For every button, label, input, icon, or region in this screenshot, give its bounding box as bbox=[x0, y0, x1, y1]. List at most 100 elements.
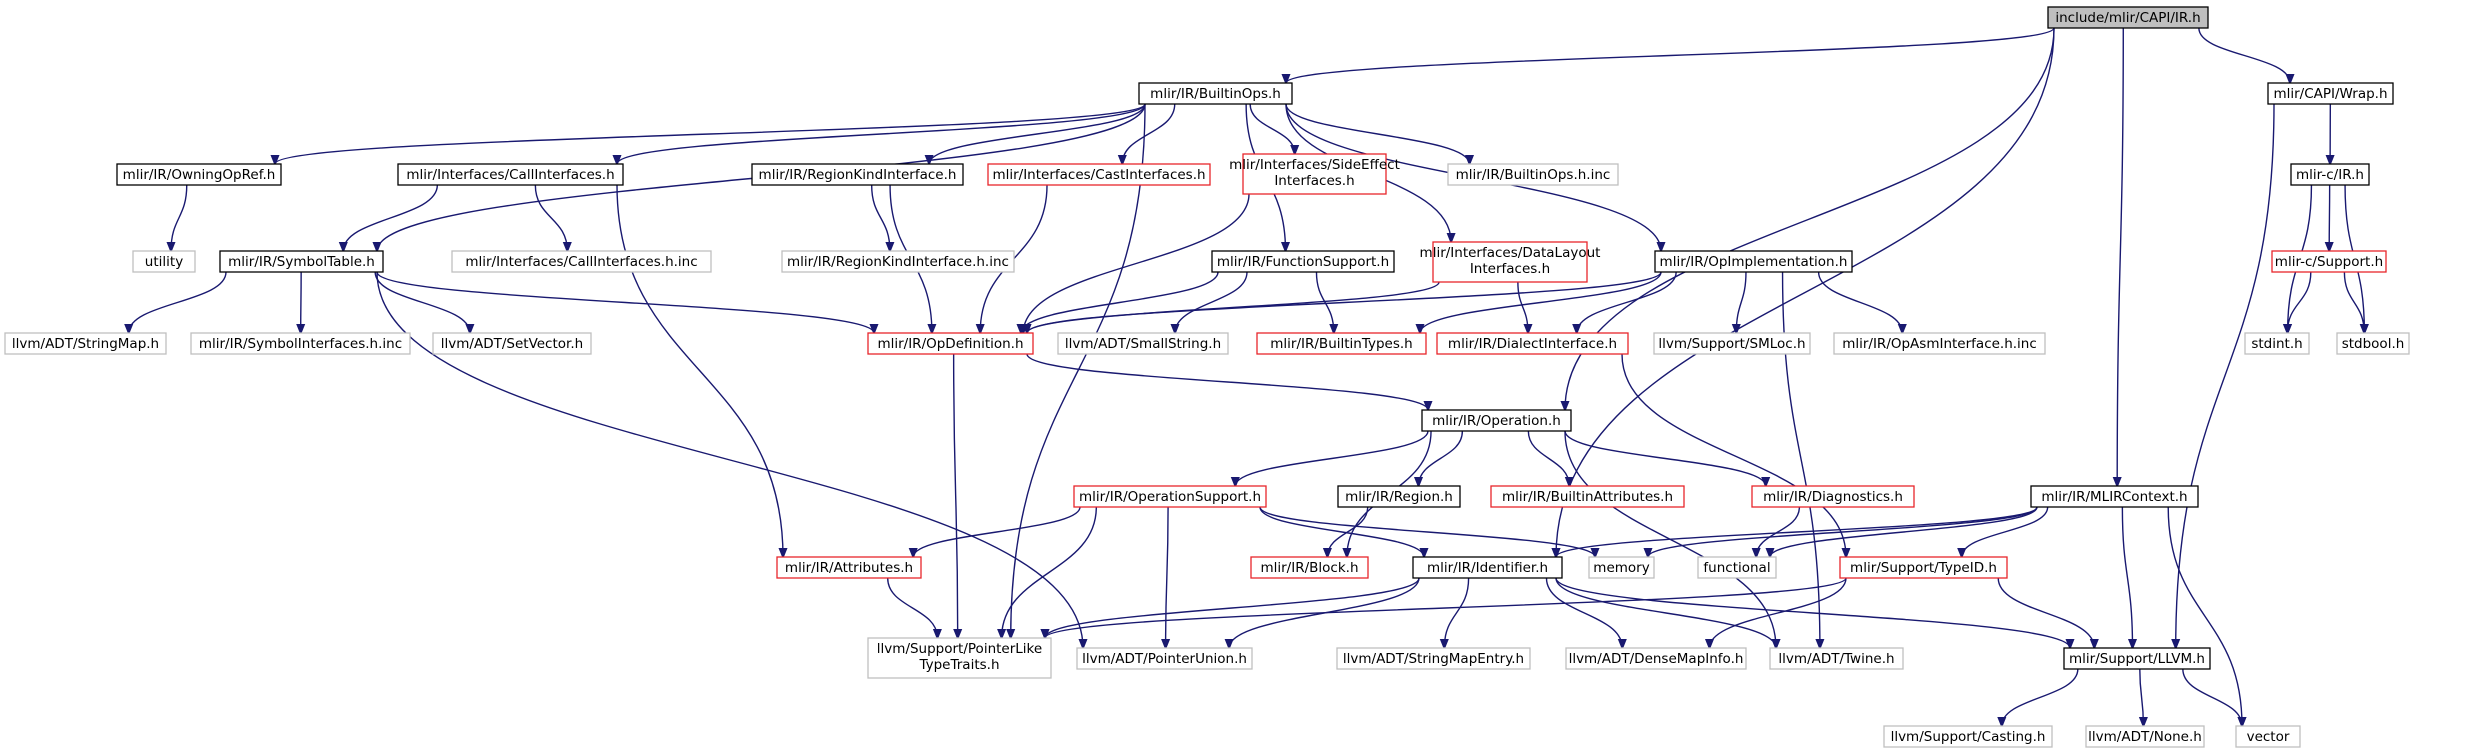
edge-opimpl-to-twine bbox=[1781, 271, 1820, 648]
node-label: llvm/ADT/SetVector.h bbox=[441, 336, 583, 352]
node-box bbox=[1412, 556, 1563, 579]
graph-node-symboltable[interactable]: mlir/IR/SymbolTable.h bbox=[219, 250, 384, 273]
node-layer: include/mlir/CAPI/IR.h mlir/IR/BuiltinOps… bbox=[4, 6, 2410, 748]
graph-node-llvmh[interactable]: mlir/Support/LLVM.h bbox=[2063, 647, 2211, 670]
edge-symboltable-to-opdefinition bbox=[376, 271, 874, 333]
graph-node-castinterfaces[interactable]: mlir/Interfaces/CastInterfaces.h bbox=[987, 163, 1211, 186]
graph-node-mlircir[interactable]: mlir-c/IR.h bbox=[2290, 163, 2370, 186]
graph-node-capiwrap[interactable]: mlir/CAPI/Wrap.h bbox=[2267, 82, 2394, 105]
graph-node-callinterfacesinc[interactable]: mlir/Interfaces/CallInterfaces.h.inc bbox=[451, 250, 712, 273]
graph-node-builtinopsinc[interactable]: mlir/IR/BuiltinOps.h.inc bbox=[1447, 163, 1619, 186]
edge-mlircontext-to-typeid bbox=[1962, 506, 2049, 557]
graph-node-functionsupport[interactable]: mlir/IR/FunctionSupport.h bbox=[1211, 250, 1395, 273]
graph-node-opdefinition[interactable]: mlir/IR/OpDefinition.h bbox=[867, 332, 1034, 355]
graph-node-operation[interactable]: mlir/IR/Operation.h bbox=[1421, 409, 1572, 432]
graph-node-twine[interactable]: llvm/ADT/Twine.h bbox=[1769, 647, 1904, 670]
graph-node-vector[interactable]: vector bbox=[2235, 725, 2301, 748]
graph-node-owningopref[interactable]: mlir/IR/OwningOpRef.h bbox=[116, 163, 282, 186]
graph-node-memory[interactable]: memory bbox=[1588, 556, 1655, 579]
graph-node-stringmapentry[interactable]: llvm/ADT/StringMapEntry.h bbox=[1336, 647, 1531, 670]
graph-node-mlircontext[interactable]: mlir/IR/MLIRContext.h bbox=[2030, 485, 2199, 508]
graph-node-diagnostics[interactable]: mlir/IR/Diagnostics.h bbox=[1751, 485, 1915, 508]
graph-node-identifier[interactable]: mlir/IR/Identifier.h bbox=[1412, 556, 1563, 579]
graph-node-root[interactable]: include/mlir/CAPI/IR.h bbox=[2047, 6, 2209, 29]
edge-llvmh-to-casting bbox=[2002, 668, 2079, 726]
graph-node-typeid[interactable]: mlir/Support/TypeID.h bbox=[1839, 556, 2008, 579]
node-box bbox=[1337, 485, 1461, 508]
edge-operation-to-opsupport bbox=[1235, 430, 1429, 486]
graph-node-opimpl[interactable]: mlir/IR/OpImplementation.h bbox=[1654, 250, 1853, 273]
graph-node-stdbool[interactable]: stdbool.h bbox=[2336, 332, 2410, 355]
graph-node-attributes[interactable]: mlir/IR/Attributes.h bbox=[776, 556, 922, 579]
graph-node-opasminc[interactable]: mlir/IR/OpAsmInterface.h.inc bbox=[1833, 332, 2046, 355]
node-box bbox=[2271, 250, 2387, 273]
graph-node-densemapinfo[interactable]: llvm/ADT/DenseMapInfo.h bbox=[1565, 647, 1747, 670]
edge-functionsupport-to-builtintypes bbox=[1315, 271, 1333, 333]
edge-regionkind-to-regionkindinc bbox=[870, 184, 890, 251]
graph-node-casting[interactable]: llvm/Support/Casting.h bbox=[1883, 725, 2053, 748]
node-label: mlir/IR/DialectInterface.h bbox=[1448, 336, 1617, 352]
graph-node-dialectinterface[interactable]: mlir/IR/DialectInterface.h bbox=[1436, 332, 1629, 355]
node-label: mlir/IR/FunctionSupport.h bbox=[1217, 254, 1389, 270]
graph-node-opsupport[interactable]: mlir/IR/OperationSupport.h bbox=[1073, 485, 1267, 508]
node-box bbox=[397, 163, 624, 186]
graph-node-block[interactable]: mlir/IR/Block.h bbox=[1250, 556, 1369, 579]
graph-node-builtintypes[interactable]: mlir/IR/BuiltinTypes.h bbox=[1256, 332, 1427, 355]
graph-node-functional[interactable]: functional bbox=[1697, 556, 1777, 579]
node-box bbox=[987, 163, 1211, 186]
edge-identifier-to-stringmapentry bbox=[1444, 577, 1470, 648]
edge-opdefinition-to-operation bbox=[1026, 353, 1428, 410]
graph-node-regionkind[interactable]: mlir/IR/RegionKindInterface.h bbox=[751, 163, 964, 186]
node-box bbox=[4, 332, 167, 355]
node-box bbox=[2336, 332, 2410, 355]
graph-node-mlircsupport[interactable]: mlir-c/Support.h bbox=[2271, 250, 2387, 273]
node-label: llvm/Support/Casting.h bbox=[1891, 729, 2046, 745]
graph-node-builtinops[interactable]: mlir/IR/BuiltinOps.h bbox=[1138, 82, 1293, 105]
node-box bbox=[867, 637, 1052, 679]
graph-node-callinterfaces[interactable]: mlir/Interfaces/CallInterfaces.h bbox=[397, 163, 624, 186]
node-box bbox=[1588, 556, 1655, 579]
edge-sideeffect-to-opdefinition bbox=[1023, 193, 1250, 333]
graph-node-regionkindinc[interactable]: mlir/IR/RegionKindInterface.h.inc bbox=[781, 250, 1015, 273]
node-box bbox=[1250, 556, 1369, 579]
node-box bbox=[451, 250, 712, 273]
node-label: llvm/ADT/DenseMapInfo.h bbox=[1569, 651, 1744, 667]
graph-node-none[interactable]: llvm/ADT/None.h bbox=[2085, 725, 2205, 748]
node-box bbox=[1421, 409, 1572, 432]
node-label-line: Interfaces.h bbox=[1470, 261, 1550, 277]
graph-node-symbolinterfacesinc[interactable]: mlir/IR/SymbolInterfaces.h.inc bbox=[190, 332, 411, 355]
graph-node-utility[interactable]: utility bbox=[132, 250, 196, 273]
graph-node-smallstring[interactable]: llvm/ADT/SmallString.h bbox=[1057, 332, 1229, 355]
node-box bbox=[2063, 647, 2211, 670]
node-label: mlir/IR/OwningOpRef.h bbox=[123, 167, 276, 183]
node-box bbox=[1653, 332, 1811, 355]
node-box bbox=[781, 250, 1015, 273]
node-label: mlir/IR/Region.h bbox=[1345, 489, 1453, 505]
edge-operation-to-region bbox=[1419, 430, 1464, 486]
graph-node-smloc[interactable]: llvm/Support/SMLoc.h bbox=[1653, 332, 1811, 355]
node-box bbox=[867, 332, 1034, 355]
node-label: mlir/IR/SymbolInterfaces.h.inc bbox=[199, 336, 402, 352]
graph-node-pointerunion[interactable]: llvm/ADT/PointerUnion.h bbox=[1076, 647, 1253, 670]
graph-node-builtinattrs[interactable]: mlir/IR/BuiltinAttributes.h bbox=[1490, 485, 1685, 508]
node-label-line: TypeTraits.h bbox=[918, 657, 999, 673]
node-label: mlir/IR/Identifier.h bbox=[1427, 560, 1548, 576]
graph-node-stdint[interactable]: stdint.h bbox=[2244, 332, 2310, 355]
graph-node-setvector[interactable]: llvm/ADT/SetVector.h bbox=[432, 332, 592, 355]
node-box bbox=[432, 332, 592, 355]
node-label: llvm/ADT/SmallString.h bbox=[1065, 336, 1221, 352]
edge-opsupport-to-attributes bbox=[913, 506, 1081, 557]
edge-builtinops-to-owningopref bbox=[275, 103, 1146, 164]
node-box bbox=[1839, 556, 2008, 579]
graph-node-region[interactable]: mlir/IR/Region.h bbox=[1337, 485, 1461, 508]
edge-opimpl-to-dialectinterface bbox=[1577, 271, 1677, 333]
node-label: llvm/ADT/StringMapEntry.h bbox=[1343, 651, 1524, 667]
edge-builtinops-to-callinterfaces bbox=[617, 103, 1146, 164]
node-label: mlir/IR/OpAsmInterface.h.inc bbox=[1842, 336, 2037, 352]
edge-llvmh-to-vector bbox=[2182, 668, 2242, 726]
node-box bbox=[2235, 725, 2301, 748]
graph-node-stringmap[interactable]: llvm/ADT/StringMap.h bbox=[4, 332, 167, 355]
